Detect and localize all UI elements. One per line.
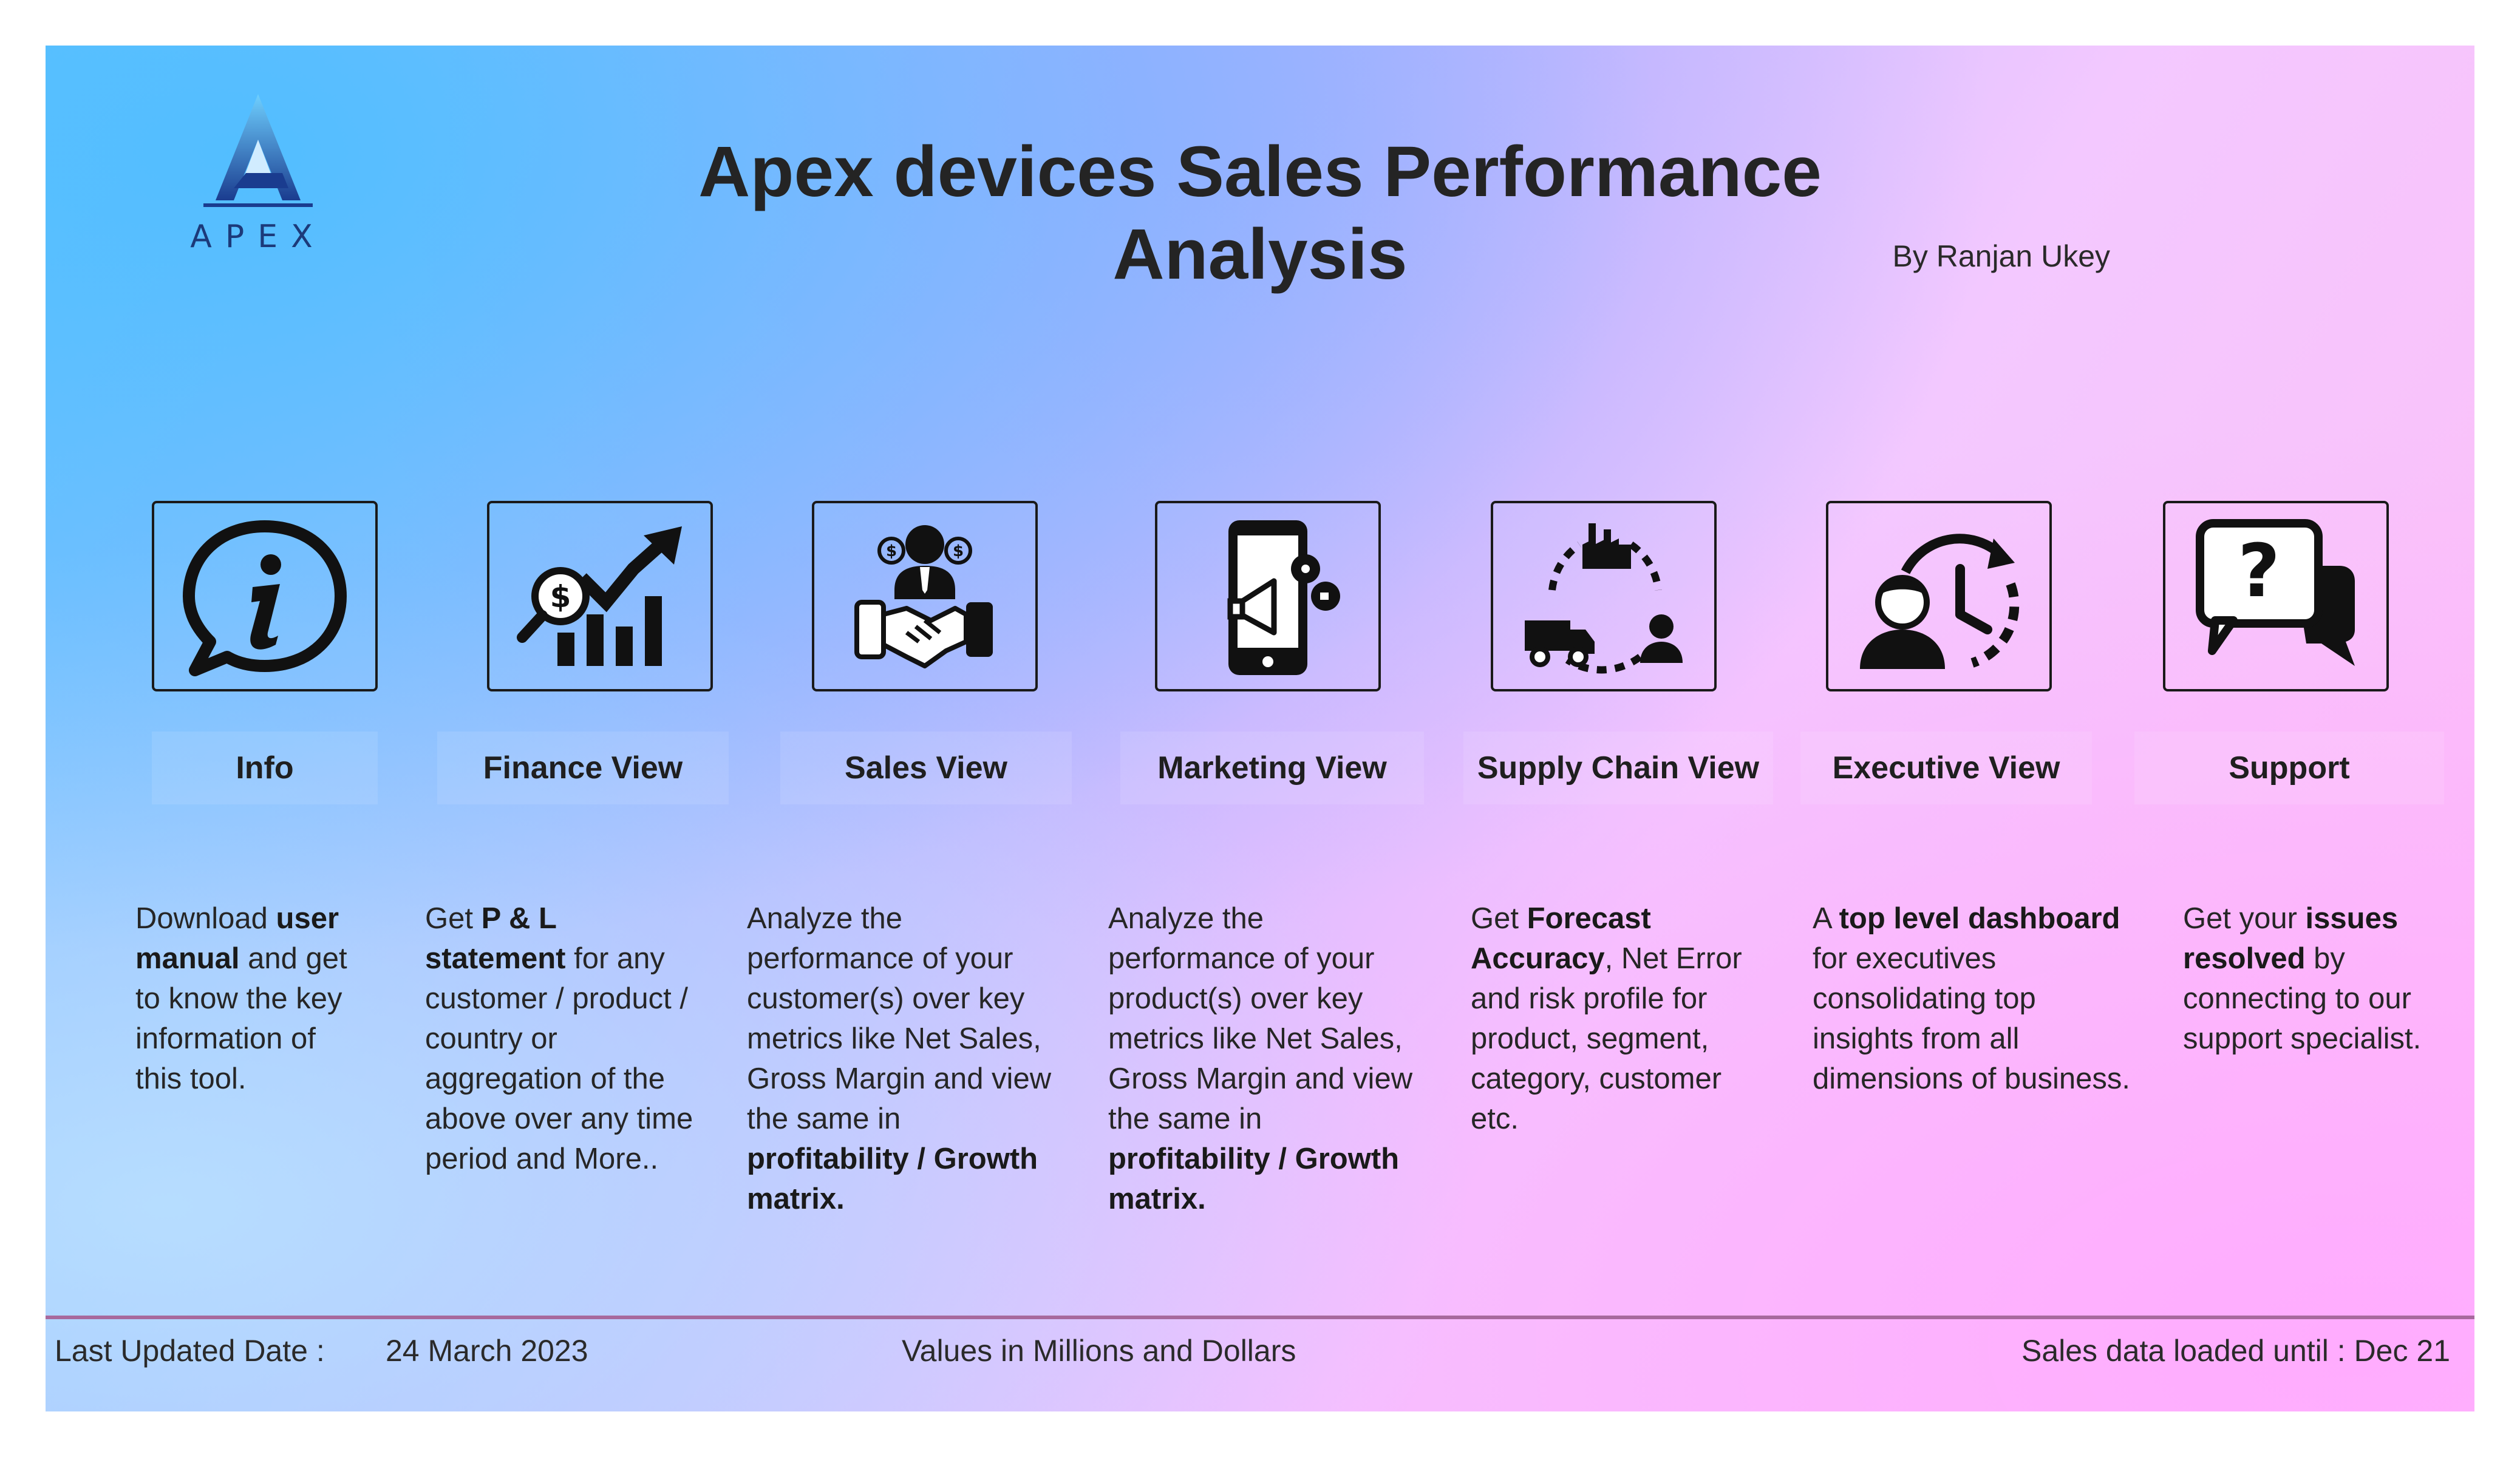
tab-executive-view[interactable]: Executive View [1800,732,2092,804]
tab-support[interactable]: Support [2134,732,2444,804]
svg-text:$: $ [886,542,897,560]
executive-clock-icon [1860,534,2020,669]
footer-divider [46,1316,2474,1319]
last-updated-value: 24 March 2023 [386,1334,588,1368]
executive-description: A top level dashboard for executives con… [1813,902,2130,1095]
author-byline: By Ranjan Ukey [1892,239,2111,273]
tab-finance-view[interactable]: Finance View [437,732,729,804]
mobile-marketing-icon [1227,520,1340,675]
supply-chain-description: Get Forecast Accuracy, Net Error and ris… [1471,902,1742,1135]
svg-text:?: ? [2238,529,2280,614]
nav-icon-info[interactable] [152,501,378,691]
nav-icon-support[interactable]: ? [2163,501,2389,691]
last-updated-label: Last Updated Date : [55,1334,325,1368]
apex-logo-icon [203,94,313,207]
sales-description: Analyze the performance of your customer… [747,902,1052,1215]
svg-text:$: $ [550,579,571,614]
finance-chart-icon: $ [517,526,682,666]
nav-icon-marketing[interactable] [1155,501,1381,691]
dashboard-canvas: APEX Apex devices Sales Performance Anal… [46,46,2474,1411]
handshake-icon: $ $ [854,525,993,668]
apex-logo: APEX [167,91,349,267]
nav-icon-finance[interactable]: $ [487,501,713,691]
marketing-description: Analyze the performance of your product(… [1108,902,1413,1215]
logo-text: APEX [190,219,326,255]
page-title: Apex devices Sales Performance Analysis [698,132,1822,294]
tab-info[interactable]: Info [152,732,378,804]
nav-icon-executive[interactable] [1826,501,2052,691]
nav-icon-sales[interactable]: $ $ [812,501,1038,691]
units-note: Values in Millions and Dollars [902,1334,1296,1368]
tab-supply-chain-view[interactable]: Supply Chain View [1463,732,1773,804]
nav-icon-supply-chain[interactable] [1491,501,1717,691]
info-description: Download user manual and get to know the… [135,902,347,1095]
info-icon [183,520,347,676]
svg-text:$: $ [953,542,964,560]
help-chat-icon: ? [2196,519,2355,666]
data-loaded-until: Sales data loaded until : Dec 21 [2021,1334,2450,1368]
tab-sales-view[interactable]: Sales View [780,732,1072,804]
supply-chain-icon [1525,523,1683,674]
tab-marketing-view[interactable]: Marketing View [1120,732,1424,804]
support-description: Get your issues resolved by connecting t… [2183,902,2422,1055]
finance-description: Get P & L statement for any customer / p… [425,902,693,1175]
